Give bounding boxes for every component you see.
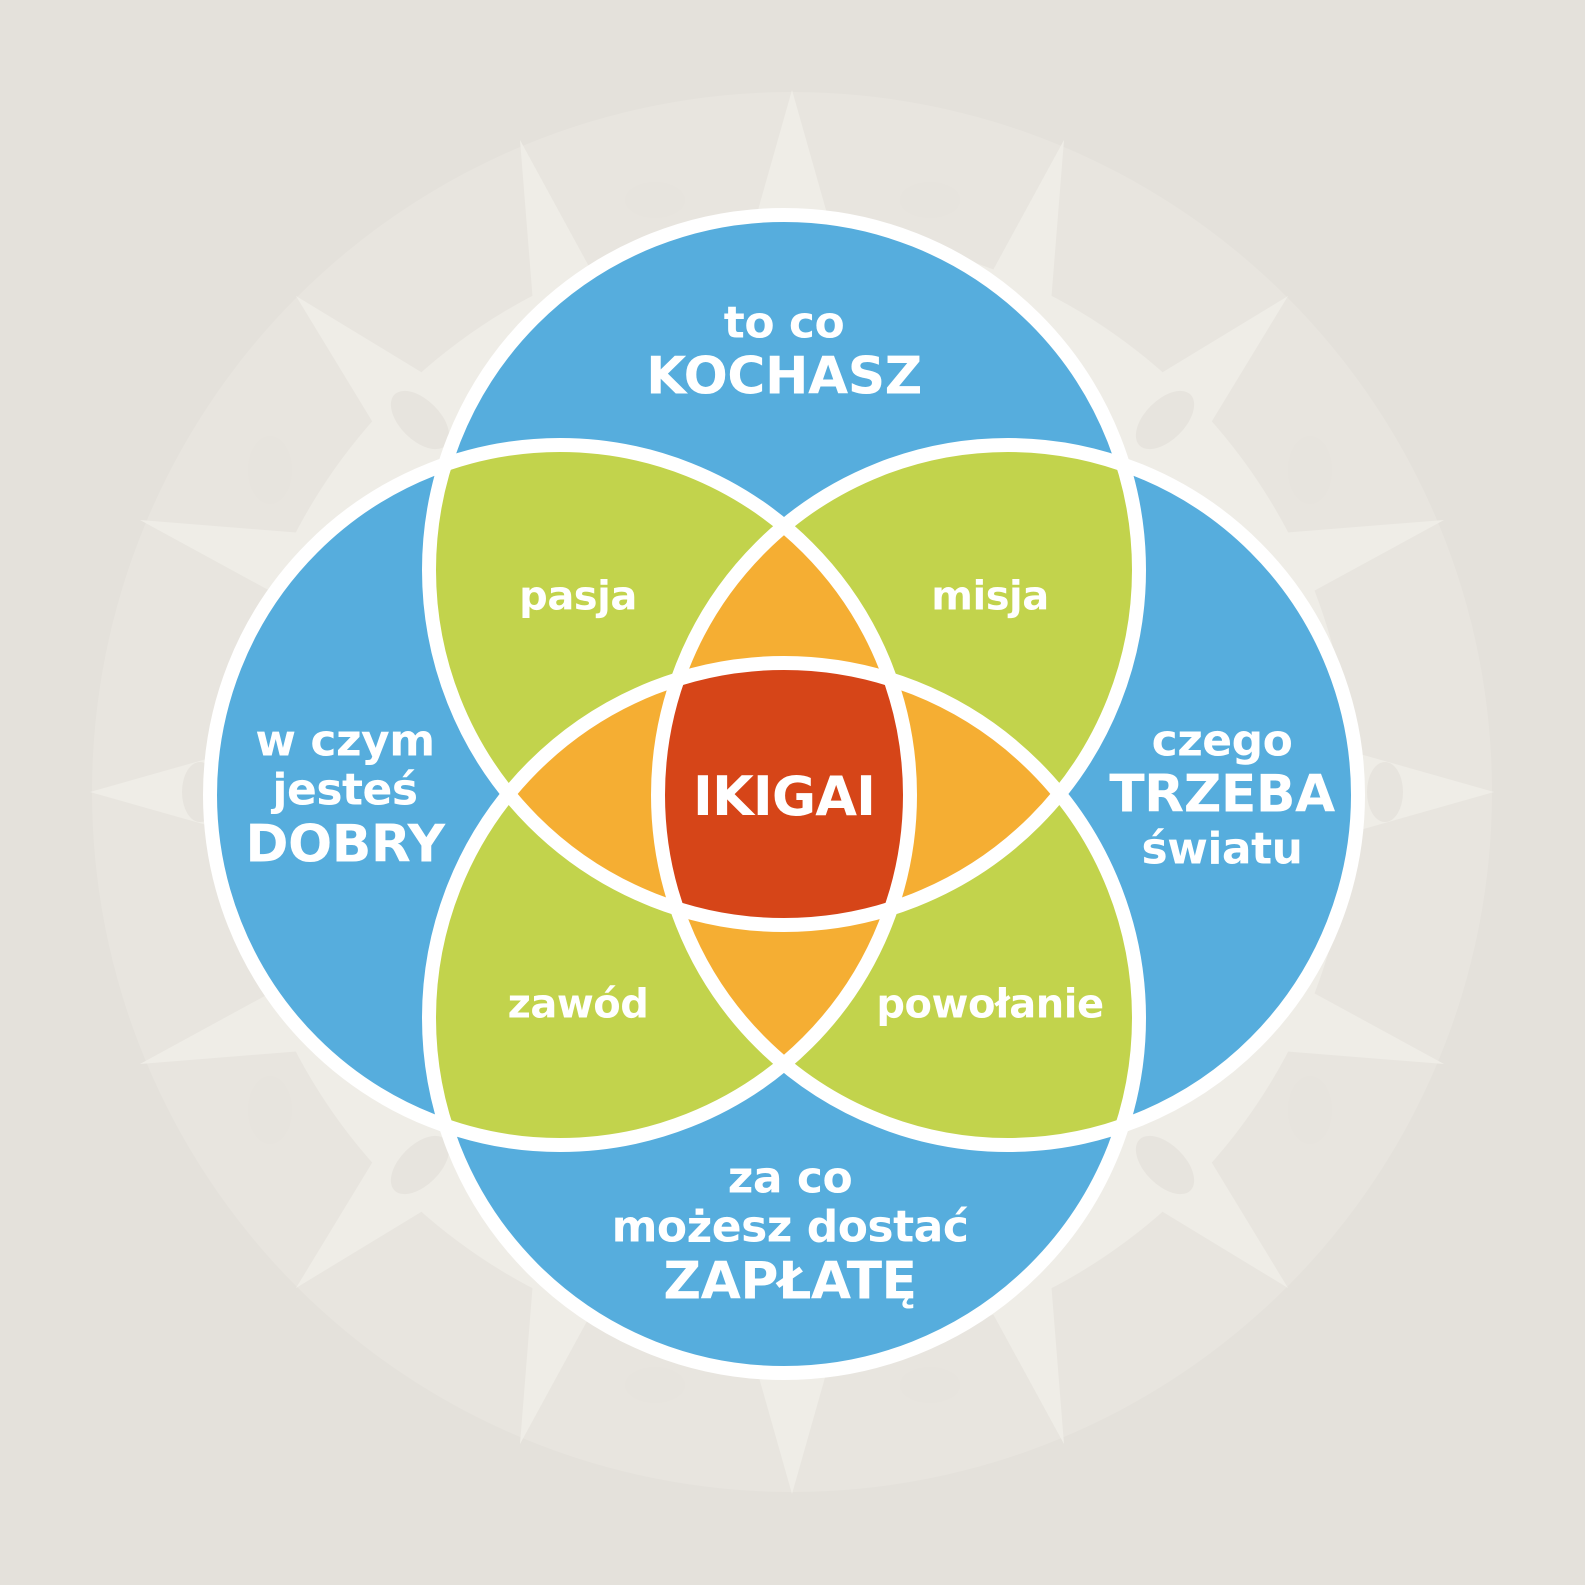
label-right-circle: czego TRZEBA światu: [1109, 715, 1335, 875]
bottom-line1: za co: [727, 1152, 853, 1204]
circle-outlines: [203, 208, 1365, 1380]
label-misja: misja: [931, 573, 1049, 620]
bottom-line3: ZAPŁATĘ: [663, 1251, 917, 1312]
left-line1: w czym: [255, 715, 435, 767]
bottom-line2: możesz dostać: [611, 1201, 969, 1253]
label-zawod: zawód: [507, 981, 649, 1028]
top-line1: to co: [723, 297, 845, 349]
left-line2: jesteś: [272, 764, 418, 816]
label-pasja: pasja: [519, 573, 637, 620]
label-left-circle: w czym jesteś DOBRY: [245, 715, 445, 875]
top-line2: KOCHASZ: [646, 346, 922, 407]
triple-overlaps: [429, 445, 1139, 1145]
right-line2: TRZEBA: [1109, 764, 1335, 825]
label-top-circle: to co KOCHASZ: [646, 298, 922, 406]
left-line3: DOBRY: [245, 814, 445, 875]
label-ikigai: IKIGAI: [692, 764, 876, 828]
label-bottom-circle: za co możesz dostać ZAPŁATĘ: [611, 1152, 969, 1312]
right-line1: czego: [1151, 715, 1293, 767]
right-line3: światu: [1141, 823, 1303, 875]
label-powolanie: powołanie: [876, 981, 1104, 1028]
